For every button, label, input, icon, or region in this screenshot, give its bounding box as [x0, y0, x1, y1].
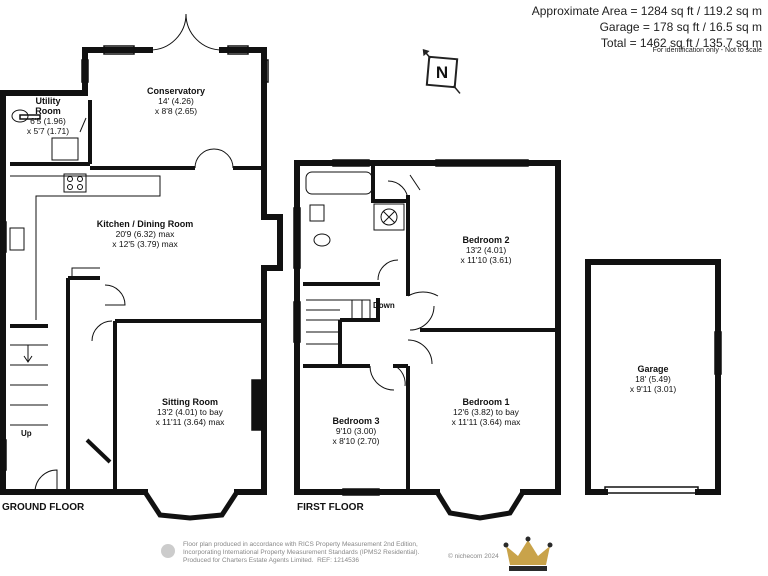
garage-dim2: x 9'11 (3.01): [630, 384, 677, 394]
bedroom1-dim1: 12'6 (3.82) to bay: [453, 407, 520, 417]
ground-floor-label: GROUND FLOOR: [2, 502, 85, 513]
utility-room-name-line2: Room: [35, 106, 61, 116]
stairs-up-label: Up: [21, 429, 32, 438]
garage-area: Garage = 178 sq ft / 16.5 sq m: [599, 20, 762, 34]
room-labels: Utility Room 6'5 (1.96) x 5'7 (1.71) Con…: [27, 86, 676, 446]
footer-line1: Floor plan produced in accordance with R…: [183, 541, 418, 548]
utility-room-dim2: x 5'7 (1.71): [27, 126, 69, 136]
garage-dim1: 18' (5.49): [635, 374, 671, 384]
bedroom1-dim2: x 11'11 (3.64) max: [452, 417, 522, 427]
bedroom2-dim1: 13'2 (4.01): [466, 245, 507, 255]
footer-line2: Incorporating International Property Mea…: [183, 549, 420, 556]
crown-logo-icon: [503, 536, 553, 571]
kitchen-dim2: x 12'5 (3.79) max: [112, 239, 178, 249]
utility-room-dim1: 6'5 (1.96): [30, 116, 66, 126]
garage-name: Garage: [637, 364, 668, 374]
garage-walls: [585, 259, 721, 495]
area-summary: Approximate Area = 1284 sq ft / 119.2 sq…: [532, 3, 762, 51]
bedroom3-name: Bedroom 3: [332, 416, 379, 426]
rics-info-icon: [161, 544, 175, 558]
bedroom3-dim1: 9'10 (3.00): [336, 426, 377, 436]
bedroom2-name: Bedroom 2: [462, 235, 509, 245]
footer-line3: Produced for Charters Estate Agents Limi…: [183, 557, 314, 564]
north-compass-icon: [422, 49, 461, 94]
kitchen-name: Kitchen / Dining Room: [97, 219, 194, 229]
stairs-down-label: Down: [373, 301, 395, 310]
total-area: Total = 1462 sq ft / 135.7 sq m: [600, 36, 762, 50]
compass-label: N: [436, 63, 448, 82]
bedroom1-name: Bedroom 1: [462, 397, 509, 407]
first-floor-walls: [294, 160, 561, 495]
scale-note: For identification only - Not to scale: [652, 47, 762, 54]
conservatory-dim2: x 8'8 (2.65): [155, 106, 197, 116]
first-floor-label: FIRST FLOOR: [297, 502, 364, 513]
bedroom3-dim2: x 8'10 (2.70): [333, 436, 380, 446]
bedroom2-dim2: x 11'10 (3.61): [460, 255, 511, 265]
kitchen-dim1: 20'9 (6.32) max: [116, 229, 176, 239]
conservatory-name: Conservatory: [147, 86, 205, 96]
sitting-room-dim2: x 11'11 (3.64) max: [156, 417, 226, 427]
conservatory-dim1: 14' (4.26): [158, 96, 194, 106]
sitting-room-dim1: 13'2 (4.01) to bay: [157, 407, 224, 417]
ground-floor-walls: [0, 47, 283, 495]
approximate-area: Approximate Area = 1284 sq ft / 119.2 sq…: [531, 4, 762, 18]
sitting-room-name: Sitting Room: [162, 397, 218, 407]
footer-text: Floor plan produced in accordance with R…: [183, 541, 419, 565]
utility-room-name-line1: Utility: [35, 96, 60, 106]
footer-ref: REF: 1214536: [317, 557, 359, 564]
footer-copyright: © nichecom 2024: [448, 553, 499, 560]
